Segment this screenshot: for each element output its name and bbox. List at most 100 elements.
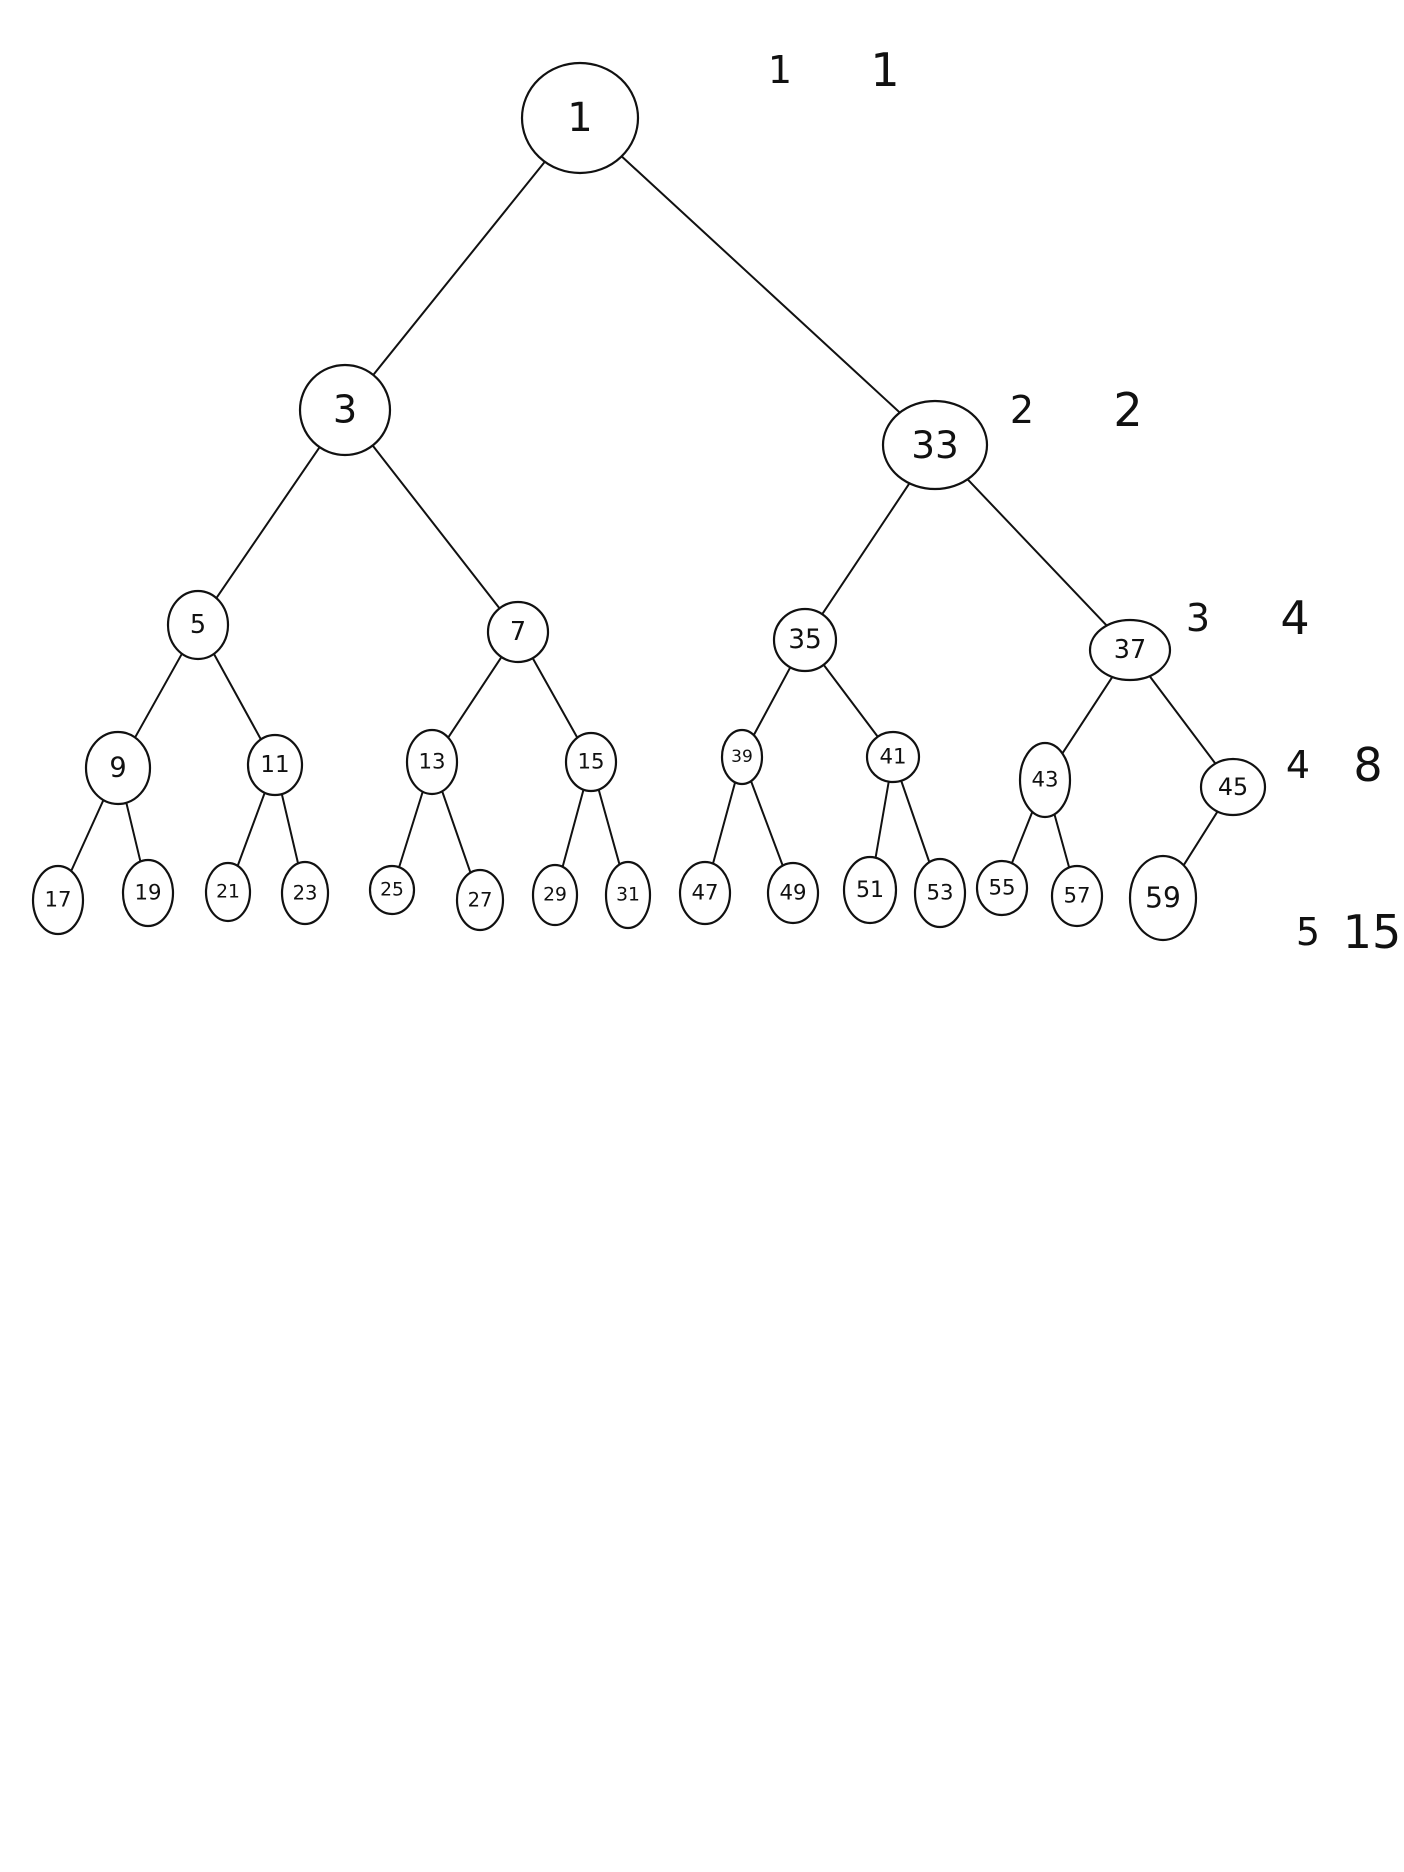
- edge-n9-n19: [124, 798, 144, 870]
- node-label: 47: [691, 881, 718, 906]
- node-circle: [455, 868, 505, 932]
- tree-node: 1: [520, 61, 640, 175]
- edge-n43-n55: [1010, 802, 1037, 866]
- node-label: 5: [190, 610, 206, 640]
- node-circle: [531, 863, 579, 927]
- tree-node: 31: [604, 860, 652, 930]
- tree-node: 9: [84, 730, 152, 806]
- node-label: 1: [567, 95, 592, 141]
- edge-n15-n31: [596, 785, 624, 875]
- tree-node: 49: [766, 861, 820, 925]
- tree-node: 55: [975, 859, 1029, 917]
- node-circle: [1199, 757, 1267, 817]
- tree-node: 33: [881, 399, 989, 491]
- tree-node: 11: [246, 733, 304, 797]
- edge-n41-n51: [873, 780, 890, 866]
- tree-node: 35: [772, 607, 838, 673]
- tree-node: 21: [204, 861, 252, 923]
- edge-n35-n39: [750, 666, 792, 741]
- node-label: 53: [926, 881, 953, 906]
- tree-node: 23: [280, 860, 330, 926]
- level-number: 3: [1186, 596, 1210, 640]
- tree-node: 15: [564, 731, 618, 793]
- tree-node: 5: [166, 589, 230, 661]
- edge-n1-n3: [372, 159, 547, 376]
- level-count: 4: [1280, 591, 1309, 645]
- node-label: 55: [988, 876, 1015, 901]
- node-circle: [204, 861, 252, 923]
- edge-n5-n9: [132, 650, 185, 742]
- tree-node: 45: [1199, 757, 1267, 817]
- node-label: 51: [856, 877, 884, 903]
- node-label: 19: [134, 881, 161, 906]
- edge-n7-n13: [444, 656, 503, 743]
- edge-n39-n49: [748, 774, 786, 871]
- tree-node: 51: [842, 855, 898, 925]
- edge-n35-n41: [822, 663, 879, 739]
- edge-n5-n11: [211, 650, 263, 743]
- edge-n33-n35: [821, 480, 912, 616]
- node-label: 27: [468, 889, 493, 912]
- tree-node: 17: [31, 864, 85, 936]
- edge-n7-n15: [531, 657, 580, 742]
- node-circle: [1128, 854, 1198, 942]
- node-circle: [84, 730, 152, 806]
- node-label: 15: [577, 750, 604, 775]
- node-circle: [772, 607, 838, 673]
- tree-node: 59: [1128, 854, 1198, 942]
- node-circle: [881, 399, 989, 491]
- node-circle: [865, 730, 921, 784]
- node-label: 9: [109, 753, 126, 784]
- node-circle: [678, 860, 732, 926]
- tree-node: 3: [298, 363, 392, 457]
- edge-n41-n53: [900, 779, 933, 871]
- level-number: 2: [1010, 388, 1034, 432]
- level-number: 4: [1286, 743, 1310, 787]
- node-circle: [520, 61, 640, 175]
- level-count: 8: [1353, 738, 1382, 792]
- edge-n11-n21: [234, 789, 267, 873]
- tree-node: 7: [486, 600, 550, 664]
- edge-n15-n29: [559, 785, 586, 875]
- edge-n37-n43: [1057, 674, 1115, 761]
- node-circle: [975, 859, 1029, 917]
- node-label: 37: [1114, 635, 1146, 665]
- node-circle: [246, 733, 304, 797]
- node-circle: [720, 728, 764, 786]
- node-label: 45: [1218, 773, 1248, 801]
- tree-node: 41: [865, 730, 921, 784]
- node-circle: [280, 860, 330, 926]
- node-label: 29: [543, 885, 567, 906]
- node-circle: [913, 857, 967, 929]
- node-circle: [121, 858, 175, 928]
- node-label: 39: [731, 747, 753, 767]
- node-circle: [564, 731, 618, 793]
- tree-node: 39: [720, 728, 764, 786]
- tree-node: 37: [1088, 618, 1172, 682]
- node-label: 43: [1031, 768, 1058, 793]
- node-circle: [298, 363, 392, 457]
- edge-n45-n59: [1179, 809, 1220, 872]
- level-count: 2: [1113, 383, 1142, 437]
- tree-node: 47: [678, 860, 732, 926]
- tree-node: 57: [1050, 864, 1104, 928]
- node-circle: [766, 861, 820, 925]
- node-label: 41: [879, 745, 906, 770]
- level-number: 5: [1296, 910, 1320, 954]
- tree-node: 43: [1018, 741, 1072, 819]
- edges-layer: [67, 154, 1220, 880]
- tree-node: 13: [405, 728, 459, 796]
- tree-node: 25: [368, 864, 416, 916]
- node-label: 31: [616, 885, 640, 906]
- edge-n3-n7: [371, 444, 501, 610]
- node-label: 21: [216, 882, 240, 903]
- tree-node: 27: [455, 868, 505, 932]
- node-circle: [842, 855, 898, 925]
- node-label: 11: [260, 752, 289, 778]
- node-circle: [1088, 618, 1172, 682]
- edge-n1-n33: [619, 154, 904, 417]
- node-label: 17: [44, 888, 71, 913]
- edge-n13-n27: [439, 784, 474, 880]
- level-count: 15: [1343, 905, 1402, 959]
